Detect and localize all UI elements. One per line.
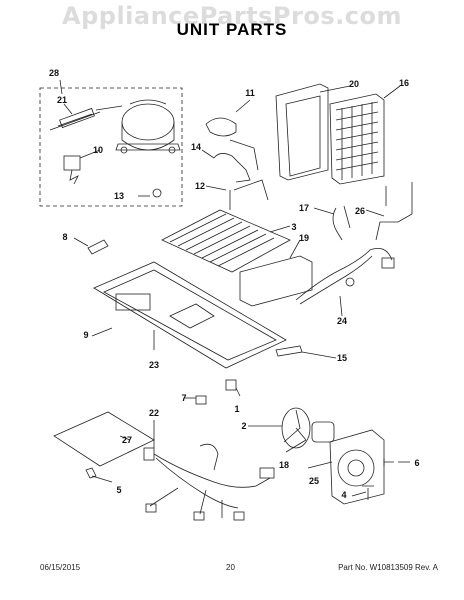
callout-9: 9 xyxy=(83,330,88,340)
callout-25: 25 xyxy=(309,476,319,486)
callout-2: 2 xyxy=(241,421,246,431)
callout-8: 8 xyxy=(62,232,67,242)
part-26-drawing xyxy=(375,182,413,241)
drier-tube-drawing xyxy=(49,105,123,131)
base-plate-drawing xyxy=(93,261,287,369)
callout-27: 27 xyxy=(122,435,132,445)
clip-5-drawing xyxy=(85,467,97,479)
footer-part-number: Part No. W10813509 Rev. A xyxy=(338,563,438,572)
harness-22-drawing xyxy=(143,443,275,521)
callout-15: 15 xyxy=(337,353,347,363)
condenser-cover-drawing xyxy=(275,83,329,181)
footer-date: 06/15/2015 xyxy=(40,563,81,572)
tube-14-drawing xyxy=(213,153,251,183)
callout-14: 14 xyxy=(191,142,201,152)
callout-23: 23 xyxy=(149,360,159,370)
callout-10: 10 xyxy=(93,145,103,155)
compressor-group-box xyxy=(39,87,183,207)
callout-6: 6 xyxy=(414,458,419,468)
callout-3: 3 xyxy=(291,222,296,232)
fan-shroud-drawing xyxy=(329,429,385,505)
callout-11: 11 xyxy=(245,88,255,98)
overload-drawing xyxy=(63,155,81,185)
callout-18: 18 xyxy=(279,460,289,470)
heater-coil-drawing xyxy=(161,179,291,273)
callout-21: 21 xyxy=(57,95,67,105)
drain-pan-drawing xyxy=(239,255,313,307)
callout-4: 4 xyxy=(341,490,346,500)
callout-1: 1 xyxy=(234,404,239,414)
part-7-drawing xyxy=(195,395,207,405)
fan-motor-drawing xyxy=(311,421,335,443)
callout-26: 26 xyxy=(355,206,365,216)
callout-20: 20 xyxy=(349,79,359,89)
evaporator-drawing xyxy=(329,93,385,185)
part-1-drawing xyxy=(225,379,237,391)
pad-27-drawing xyxy=(53,411,155,467)
harness-24-drawing xyxy=(295,247,395,305)
tube-11-drawing xyxy=(205,117,237,137)
callout-28: 28 xyxy=(49,68,59,78)
watermark: AppliancePartsPros.com xyxy=(62,2,402,30)
callout-7: 7 xyxy=(181,393,186,403)
screw-4-drawing xyxy=(362,485,374,500)
part-15-drawing xyxy=(275,345,303,357)
callout-24: 24 xyxy=(337,316,347,326)
compressor-drawing xyxy=(115,99,181,154)
callout-16: 16 xyxy=(399,78,409,88)
page-title: UNIT PARTS xyxy=(176,20,288,39)
part-17-drawing xyxy=(332,205,351,241)
part-8-drawing xyxy=(87,239,109,255)
callout-22: 22 xyxy=(149,408,159,418)
footer-page-number: 20 xyxy=(226,563,235,572)
callout-17: 17 xyxy=(299,203,309,213)
callout-13: 13 xyxy=(114,191,124,201)
screw-6-drawing xyxy=(383,458,394,466)
callout-19: 19 xyxy=(299,233,309,243)
callout-5: 5 xyxy=(116,485,121,495)
fan-blade-drawing xyxy=(281,407,311,449)
callout-12: 12 xyxy=(195,181,205,191)
grommet-drawing xyxy=(152,188,162,198)
